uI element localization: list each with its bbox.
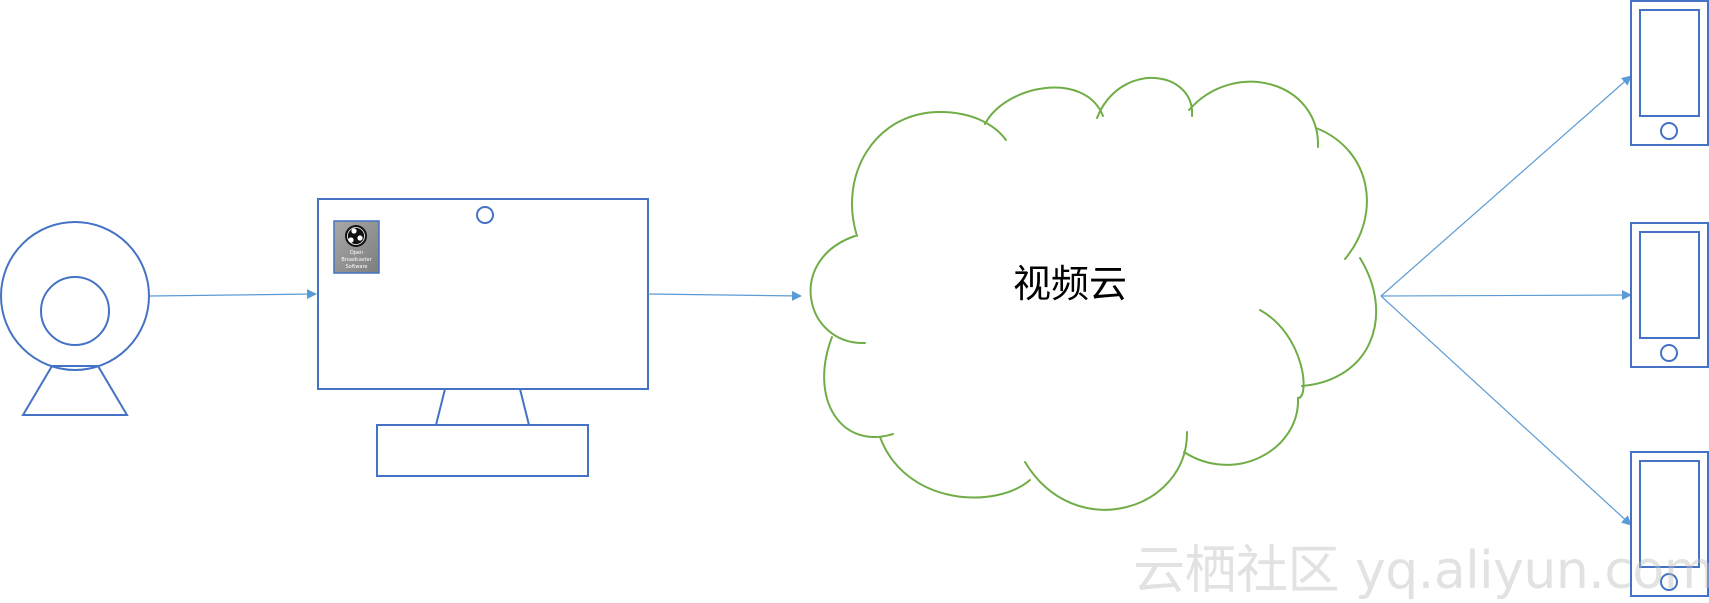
monitor-neck-right [519, 388, 530, 426]
webcam-stand [21, 365, 129, 416]
cloud-icon [801, 75, 1377, 514]
obs-label-line3: Software [345, 264, 367, 270]
smartphone-icon-2 [1630, 222, 1709, 368]
arrow-cloud-to-phone-1 [1380, 75, 1632, 297]
cloud-label: 视频云 [1013, 262, 1127, 306]
monitor-neck-left [435, 388, 446, 426]
obs-label-line1: Open [350, 250, 363, 256]
smartphone-icon-1 [1630, 0, 1709, 146]
webcam-lens [40, 276, 110, 346]
phone-2-screen [1639, 231, 1700, 339]
phone-1-home-button [1660, 122, 1678, 140]
arrow-camera-to-computer [149, 289, 317, 300]
phone-3-home-button [1660, 573, 1678, 591]
watermark-text: 云栖社区 yq.aliyun.com [1133, 541, 1709, 601]
arrow-cloud-to-phone-2 [1380, 290, 1632, 301]
obs-desktop-icon[interactable]: Open Broadcaster Software [333, 220, 380, 274]
phone-2-home-button [1660, 344, 1678, 362]
cloud-outline [809, 77, 1378, 511]
obs-icon-tile [333, 220, 380, 274]
monitor-camera-dot [476, 206, 494, 224]
smartphone-icon-3 [1630, 451, 1709, 597]
phone-2-body [1630, 222, 1709, 368]
obs-logo-icon [345, 225, 367, 247]
monitor-base [376, 424, 589, 477]
arrow-cloud-to-phone-3 [1380, 295, 1632, 526]
arrow-computer-to-cloud [647, 290, 802, 301]
webcam-body [0, 221, 150, 371]
phone-3-screen [1639, 460, 1700, 568]
phone-3-body [1630, 451, 1709, 597]
webcam-icon [0, 221, 150, 416]
phone-1-body [1630, 0, 1709, 146]
obs-label-line2: Broadcaster [341, 257, 372, 263]
phone-1-screen [1639, 9, 1700, 117]
